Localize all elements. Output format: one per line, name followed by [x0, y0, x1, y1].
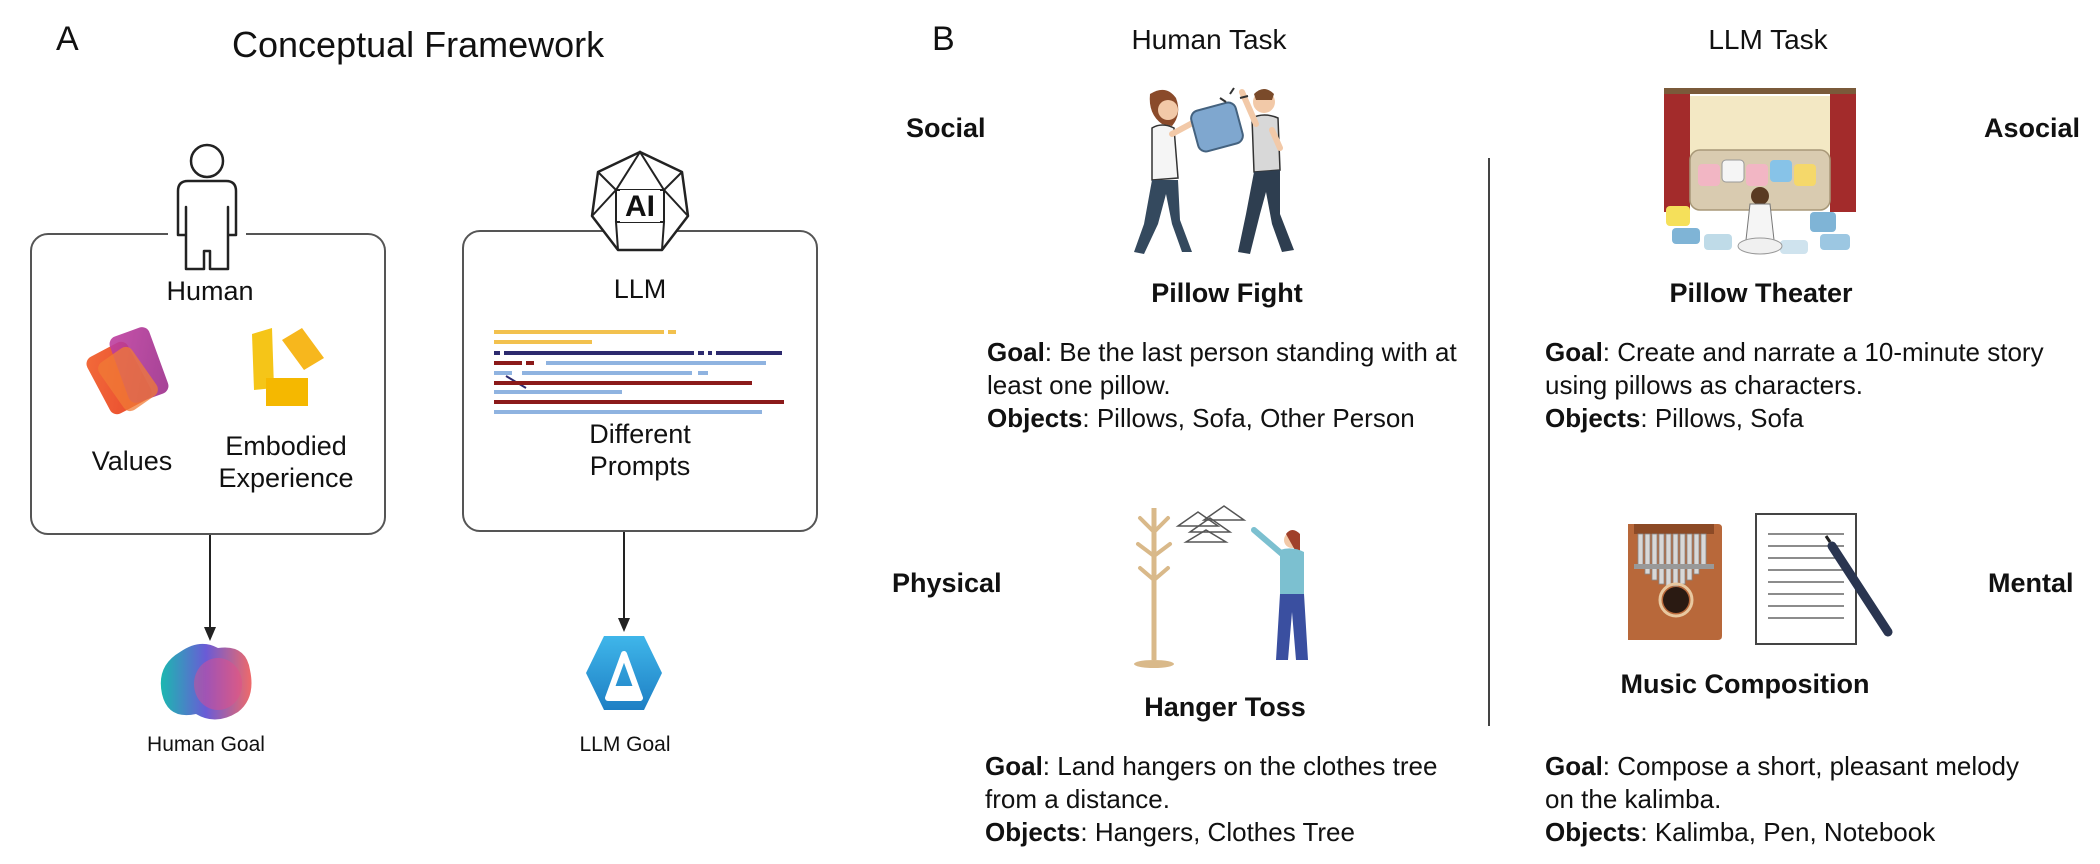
task-pillow-fight-title: Pillow Fight — [1151, 278, 1303, 308]
llm-goal-icon — [586, 636, 662, 710]
pillow-fight-illustration — [1134, 87, 1294, 254]
panel-b-letter: B — [932, 20, 955, 58]
llm-task-header: LLM Task — [1708, 24, 1828, 55]
objects-label: Objects — [1545, 817, 1641, 847]
llm-label: LLM — [613, 274, 667, 304]
panel-a-letter: A — [56, 20, 79, 58]
llm-arrow — [618, 532, 630, 632]
llm-goal-label: LLM Goal — [579, 733, 671, 756]
prompt-lines-icon — [494, 330, 784, 414]
goal-text: Compose a short, pleasant melody on the … — [1545, 751, 2020, 814]
column-divider — [1488, 158, 1490, 726]
ai-icon-text: AI — [625, 190, 655, 223]
objects-label: Objects — [1545, 403, 1641, 433]
human-box — [30, 233, 386, 535]
task-pillow-theater-objects: Objects: Pillows, Sofa — [1545, 403, 1804, 433]
goal-label: Goal — [1545, 751, 1603, 781]
axis-social-label: Social — [906, 113, 986, 143]
kalimba-notebook-illustration — [1628, 513, 1893, 645]
task-hanger-toss-objects: Objects: Hangers, Clothes Tree — [985, 817, 1355, 847]
values-label: Values — [91, 446, 173, 476]
goal-text: Land hangers on the clothes tree from a … — [985, 751, 1438, 814]
task-pillow-theater-desc: Goal: Create and narrate a 10-minute sto… — [1545, 336, 2045, 435]
pillow-theater-illustration — [1664, 88, 1856, 255]
embodied-experience-label: Embodied Experience — [218, 431, 354, 493]
task-hanger-toss-desc: Goal: Land hangers on the clothes tree f… — [985, 750, 1465, 849]
task-pillow-fight-goal: Goal: Be the last person standing with a… — [987, 337, 1457, 400]
task-hanger-toss-goal: Goal: Land hangers on the clothes tree f… — [985, 751, 1438, 814]
task-music-composition-title: Music Composition — [1620, 669, 1870, 699]
ai-icon: AI — [590, 150, 690, 252]
task-music-composition-desc: Goal: Compose a short, pleasant melody o… — [1545, 750, 2045, 849]
task-pillow-theater-title: Pillow Theater — [1669, 278, 1853, 308]
objects-label: Objects — [985, 817, 1081, 847]
task-music-composition-objects: Objects: Kalimba, Pen, Notebook — [1545, 817, 1936, 847]
task-pillow-fight-objects: Objects: Pillows, Sofa, Other Person — [987, 403, 1415, 433]
objects-text: Pillows, Sofa, Other Person — [1096, 403, 1415, 433]
axis-physical-label: Physical — [892, 568, 1002, 598]
person-icon — [168, 143, 246, 271]
framework-title: Conceptual Framework — [232, 24, 605, 65]
objects-text: Hangers, Clothes Tree — [1094, 817, 1355, 847]
objects-text: Pillows, Sofa — [1654, 403, 1804, 433]
goal-label: Goal — [985, 751, 1043, 781]
human-goal-label: Human Goal — [147, 733, 265, 756]
task-music-composition-goal: Goal: Compose a short, pleasant melody o… — [1545, 751, 2020, 814]
human-label: Human — [166, 276, 254, 306]
task-hanger-toss-title: Hanger Toss — [1144, 692, 1306, 722]
different-prompts-label: Different Prompts — [589, 419, 691, 481]
goal-text: Create and narrate a 10-minute story usi… — [1545, 337, 2044, 400]
hanger-toss-illustration — [1134, 505, 1308, 668]
values-icon — [86, 327, 169, 415]
task-pillow-theater-goal: Goal: Create and narrate a 10-minute sto… — [1545, 337, 2044, 400]
objects-text: Kalimba, Pen, Notebook — [1654, 817, 1936, 847]
goal-label: Goal — [987, 337, 1045, 367]
axis-asocial-label: Asocial — [1984, 113, 2081, 143]
axis-mental-label: Mental — [1988, 568, 2074, 598]
embodied-experience-icon — [252, 328, 324, 406]
goal-text: Be the last person standing with at leas… — [987, 337, 1457, 400]
task-pillow-fight-desc: Goal: Be the last person standing with a… — [987, 336, 1467, 435]
human-task-header: Human Task — [1131, 24, 1287, 55]
goal-label: Goal — [1545, 337, 1603, 367]
human-goal-icon — [160, 643, 252, 720]
objects-label: Objects — [987, 403, 1083, 433]
human-arrow — [204, 535, 216, 641]
